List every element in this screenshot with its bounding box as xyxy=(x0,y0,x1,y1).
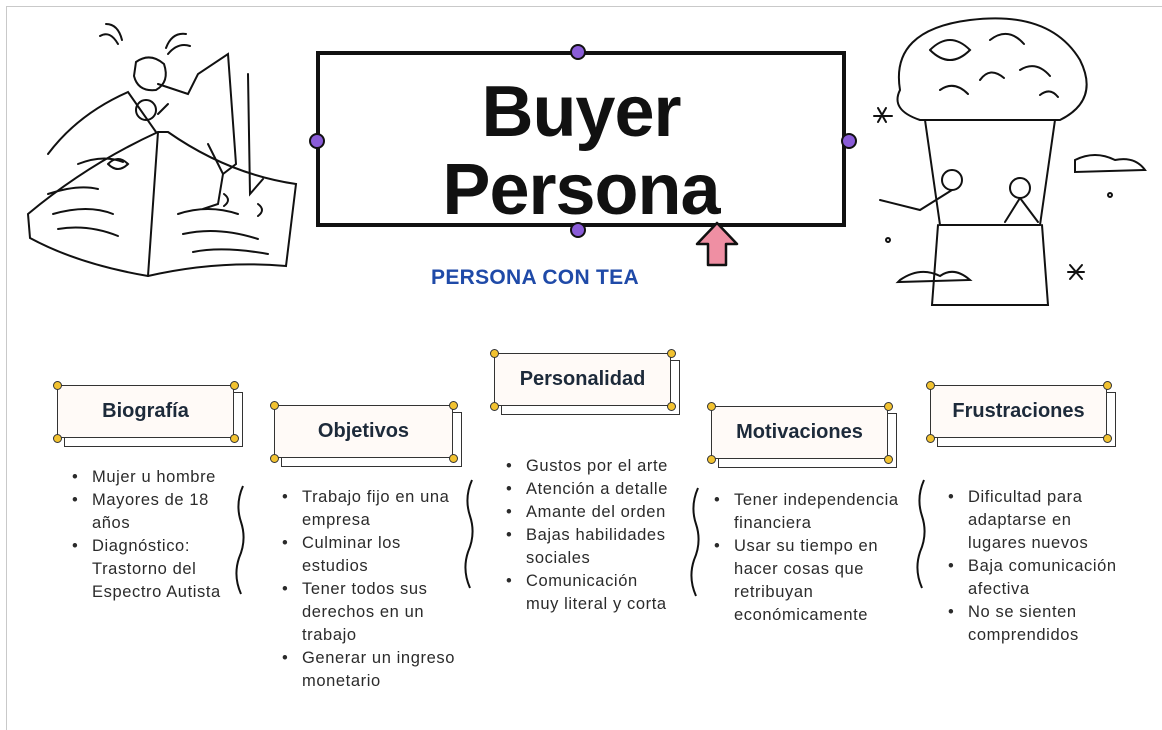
title-handle-bottom[interactable] xyxy=(570,222,586,238)
list-objetivos: Trabajo fijo en una empresa Culminar los… xyxy=(278,486,458,693)
heading-label: Motivaciones xyxy=(736,421,863,443)
list-item: Generar un ingreso monetario xyxy=(282,647,458,693)
list-item: Gustos por el arte xyxy=(506,455,672,478)
corner-dot xyxy=(926,434,935,443)
list-item: Trabajo fijo en una empresa xyxy=(282,486,458,532)
corner-dot xyxy=(270,454,279,463)
list-item: Tener todos sus derechos en un trabajo xyxy=(282,578,458,647)
corner-dot xyxy=(1103,434,1112,443)
list-motivaciones: Tener independencia financiera Usar su t… xyxy=(710,489,900,627)
wavy-divider xyxy=(464,479,474,589)
list-item: Comunicación muy literal y corta xyxy=(506,570,672,616)
corner-dot xyxy=(490,402,499,411)
dream-balloon-illustration xyxy=(873,17,1147,306)
wavy-divider xyxy=(235,485,245,595)
wavy-divider xyxy=(916,479,926,589)
heading-label: Personalidad xyxy=(519,368,646,390)
canvas-top-border xyxy=(6,6,1162,7)
corner-dot xyxy=(884,455,893,464)
heading-label: Objetivos xyxy=(317,420,410,442)
list-item: No se sienten comprendidos xyxy=(948,601,1129,647)
corner-dot xyxy=(884,402,893,411)
corner-dot xyxy=(449,401,458,410)
title-handle-right[interactable] xyxy=(841,133,857,149)
corner-dot xyxy=(53,381,62,390)
corner-dot xyxy=(707,402,716,411)
reading-girl-illustration xyxy=(26,23,298,278)
list-item: Usar su tiempo en hacer cosas que retrib… xyxy=(714,535,900,627)
corner-dot xyxy=(53,434,62,443)
corner-dot xyxy=(490,349,499,358)
heading-card-frustraciones: Frustraciones xyxy=(930,385,1107,438)
corner-dot xyxy=(230,381,239,390)
list-personalidad: Gustos por el arte Atención a detalle Am… xyxy=(502,455,672,616)
heading-card-objetivos: Objetivos xyxy=(274,405,453,458)
page-title: Buyer Persona xyxy=(442,72,720,230)
list-item: Tener independencia financiera xyxy=(714,489,900,535)
heading-card-biografia: Biografía xyxy=(57,385,234,438)
corner-dot xyxy=(667,402,676,411)
corner-dot xyxy=(230,434,239,443)
list-item: Baja comunicación afectiva xyxy=(948,555,1129,601)
list-item: Dificultad para adaptarse en lugares nue… xyxy=(948,486,1129,555)
heading-card-personalidad: Personalidad xyxy=(494,353,671,406)
heading-label: Biografía xyxy=(102,400,189,422)
wavy-divider xyxy=(690,487,700,597)
heading-label: Frustraciones xyxy=(952,400,1085,422)
title-handle-top[interactable] xyxy=(570,44,586,60)
list-item: Mujer u hombre xyxy=(72,466,240,489)
corner-dot xyxy=(926,381,935,390)
corner-dot xyxy=(1103,381,1112,390)
list-item: Mayores de 18 años xyxy=(72,489,240,535)
list-item: Amante del orden xyxy=(506,501,672,524)
list-item: Bajas habilidades sociales xyxy=(506,524,672,570)
title-handle-left[interactable] xyxy=(309,133,325,149)
list-item: Diagnóstico: Trastorno del Espectro Auti… xyxy=(72,535,240,604)
corner-dot xyxy=(707,455,716,464)
list-item: Culminar los estudios xyxy=(282,532,458,578)
corner-dot xyxy=(270,401,279,410)
corner-dot xyxy=(449,454,458,463)
list-frustraciones: Dificultad para adaptarse en lugares nue… xyxy=(944,486,1129,647)
canvas-left-border xyxy=(6,6,7,730)
up-arrow-icon xyxy=(695,221,739,267)
heading-card-motivaciones: Motivaciones xyxy=(711,406,888,459)
subtitle: PERSONA CON TEA xyxy=(431,266,639,289)
corner-dot xyxy=(667,349,676,358)
list-biografia: Mujer u hombre Mayores de 18 años Diagnó… xyxy=(68,466,240,604)
title-frame: Buyer Persona xyxy=(316,51,846,230)
list-item: Atención a detalle xyxy=(506,478,672,501)
